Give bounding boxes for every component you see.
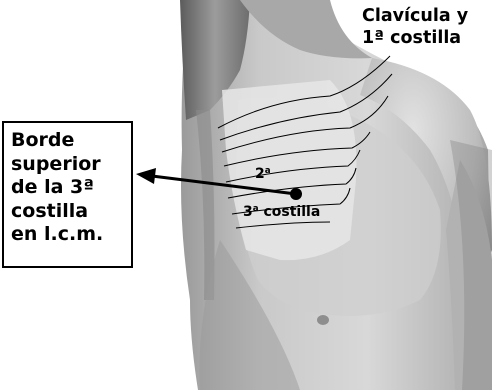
rib3-label: 3a costilla xyxy=(243,204,320,220)
callout-line4: costilla xyxy=(11,200,103,224)
callout-text: Borde superior de la 3ª costilla en l.c.… xyxy=(11,129,103,247)
pointer-arrowhead xyxy=(136,168,156,184)
callout-line5: en l.c.m. xyxy=(11,223,103,247)
callout-line1: Borde xyxy=(11,129,103,153)
callout-line2: superior xyxy=(11,153,103,177)
nipple xyxy=(317,315,329,325)
rib2-number: 2 xyxy=(255,166,265,182)
ribcage-window xyxy=(222,80,356,260)
rib3-number: 3 xyxy=(243,204,253,220)
callout-box: Borde superior de la 3ª costilla en l.c.… xyxy=(2,121,133,268)
rib2-label: 2a xyxy=(255,166,271,182)
clavicle-label: Clavícula y 1ª costilla xyxy=(362,5,468,49)
rib2-superscript: a xyxy=(265,166,271,176)
clavicle-label-line2: 1ª costilla xyxy=(362,27,468,49)
torso xyxy=(180,0,492,390)
rib3-word: costilla xyxy=(259,204,321,220)
marker-dot xyxy=(290,188,302,200)
callout-line3: de la 3ª xyxy=(11,176,103,200)
clavicle-label-line1: Clavícula y xyxy=(362,5,468,27)
